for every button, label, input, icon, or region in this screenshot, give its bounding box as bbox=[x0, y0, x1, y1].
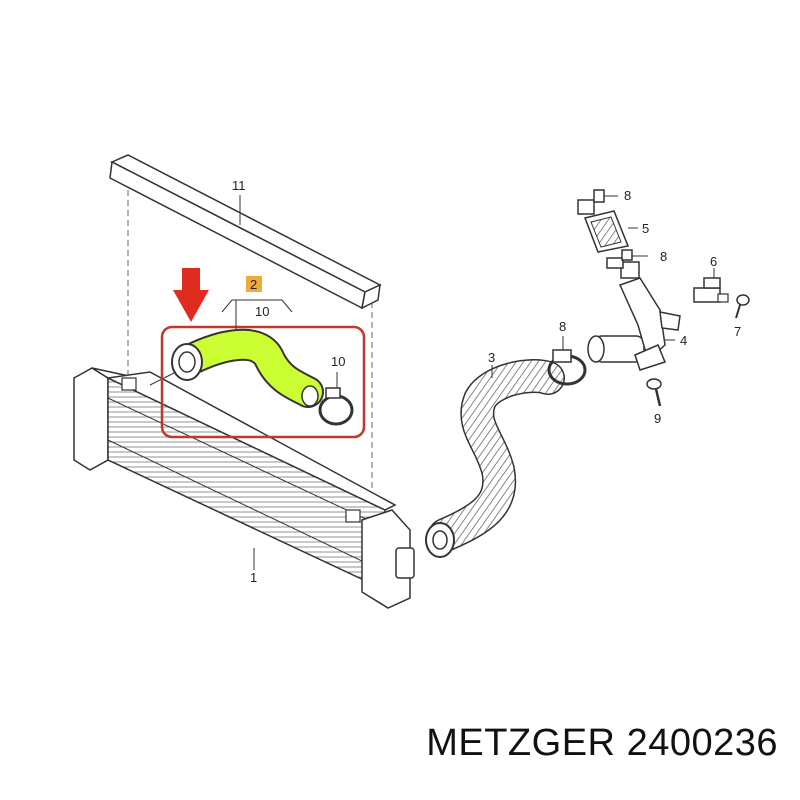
part-5-gasket bbox=[583, 210, 638, 253]
part-3-charge-hose bbox=[425, 359, 565, 558]
product-caption: METZGER 2400236 bbox=[426, 722, 778, 765]
arrow-down-icon bbox=[173, 268, 209, 322]
label-4: 4 bbox=[680, 333, 687, 348]
part-11-cover-strip bbox=[109, 154, 382, 310]
label-10-clamp: 10 bbox=[331, 354, 345, 369]
part-number: 2400236 bbox=[626, 722, 778, 764]
part-2-label-group bbox=[221, 276, 293, 330]
label-5: 5 bbox=[642, 221, 649, 236]
label-8-mid: 8 bbox=[660, 249, 667, 264]
part-2-highlighted-hose bbox=[149, 328, 324, 408]
part-6-sensor bbox=[693, 268, 729, 303]
label-2: 2 bbox=[250, 277, 257, 292]
part-9-screw bbox=[646, 378, 662, 407]
part-2-badge bbox=[246, 276, 262, 292]
label-10-top: 10 bbox=[255, 304, 269, 319]
part-8-clamp bbox=[547, 336, 587, 386]
label-3: 3 bbox=[488, 350, 495, 365]
brand-name: METZGER bbox=[426, 722, 616, 764]
label-8-clamp: 8 bbox=[559, 319, 566, 334]
label-9: 9 bbox=[654, 411, 661, 426]
part-4-pipe-assembly bbox=[587, 261, 681, 371]
part-8-bolt-top bbox=[577, 189, 618, 215]
label-11: 11 bbox=[232, 178, 246, 193]
label-1: 1 bbox=[250, 570, 257, 585]
label-6: 6 bbox=[710, 254, 717, 269]
part-1-intercooler bbox=[73, 367, 415, 609]
part-10-clamp bbox=[318, 372, 354, 426]
highlight-box bbox=[160, 325, 366, 439]
part-7-screw bbox=[735, 294, 750, 319]
part-labels: 11 2 10 10 1 3 8 8 5 8 6 7 4 9 bbox=[232, 178, 741, 585]
label-7: 7 bbox=[734, 324, 741, 339]
part-8-bolt-mid bbox=[606, 249, 648, 269]
guide-lines bbox=[127, 190, 373, 510]
label-8-top: 8 bbox=[624, 188, 631, 203]
